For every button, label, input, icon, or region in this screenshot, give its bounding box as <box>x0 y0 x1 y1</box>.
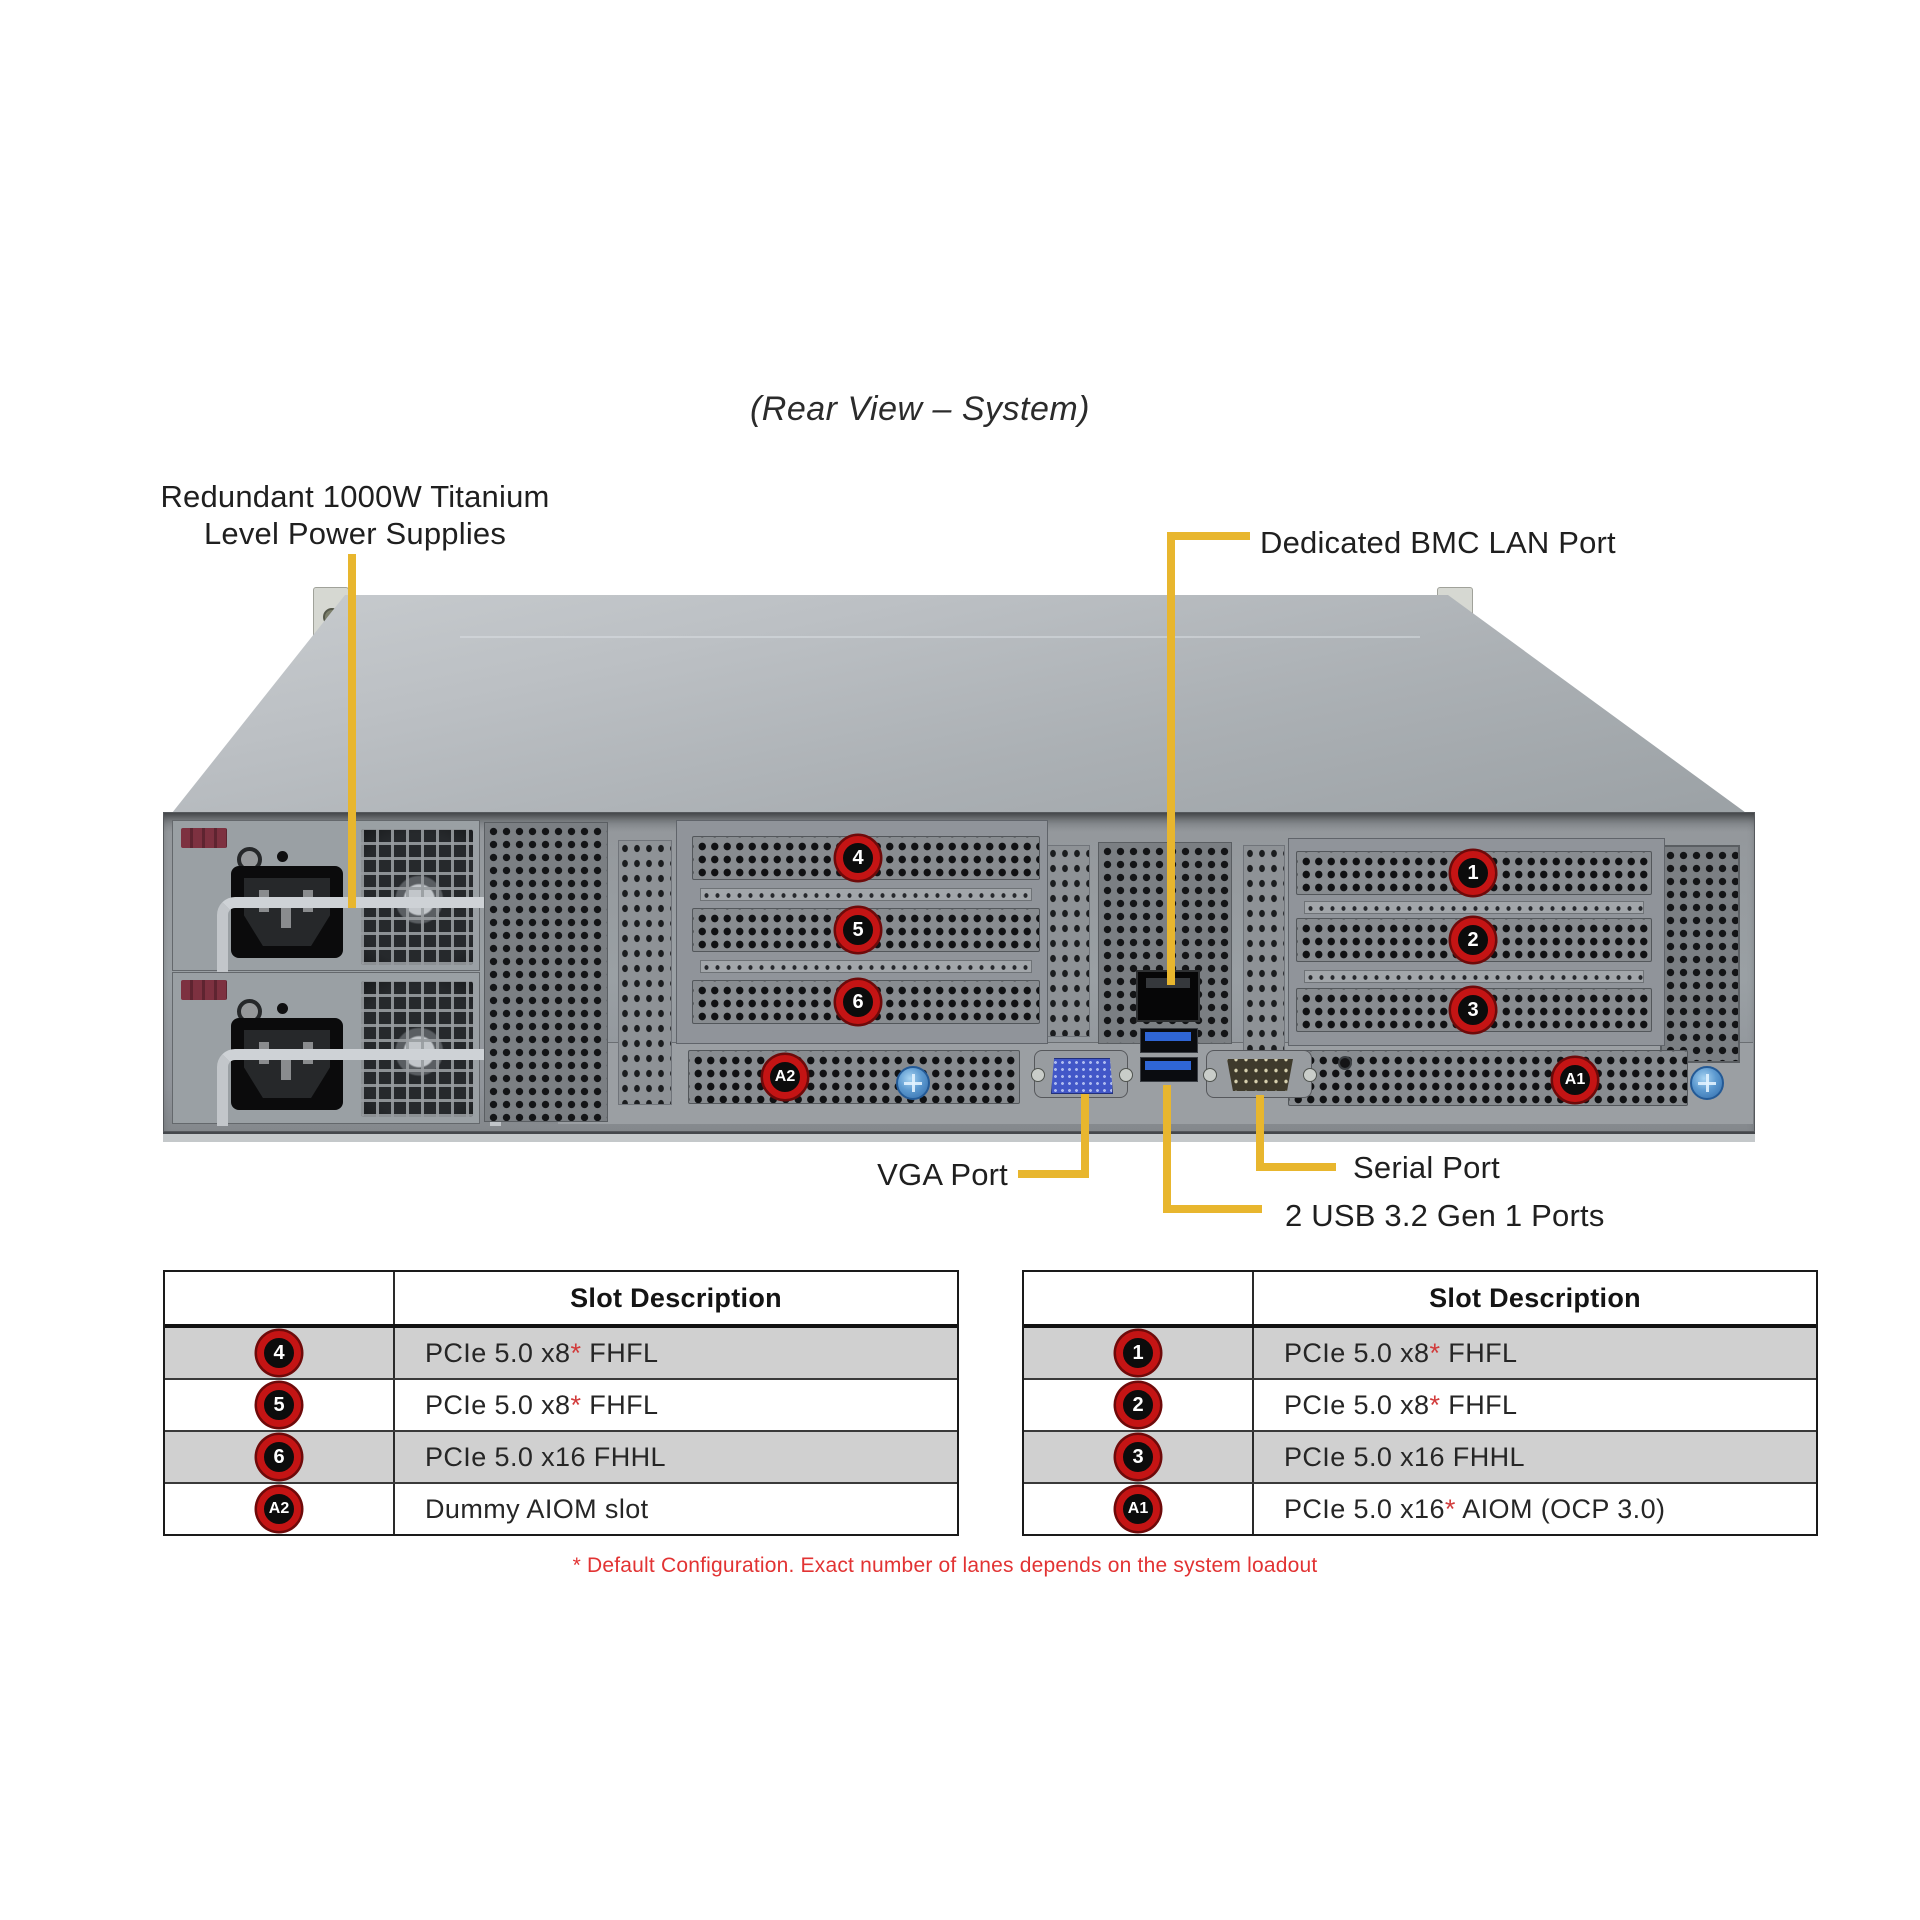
table-header-row: Slot Description <box>1024 1272 1816 1328</box>
psu-module-2 <box>172 972 501 1126</box>
psu-label-line2: Level Power Supplies <box>203 516 507 551</box>
slot-description: PCIe 5.0 x8* FHFL <box>1284 1337 1518 1368</box>
thumbscrew-icon <box>1690 1066 1724 1100</box>
vent-grille <box>1046 845 1090 1037</box>
psu-handle <box>217 1049 501 1126</box>
usb-port-1 <box>1140 1028 1198 1053</box>
slot-badge-a1: A1 <box>1553 1058 1597 1102</box>
slot-description: Dummy AIOM slot <box>425 1493 649 1524</box>
vent-grille <box>1660 845 1740 1063</box>
port-screw-icon <box>1303 1068 1317 1082</box>
page-title: (Rear View – System) <box>749 390 1091 428</box>
lid-crease <box>460 636 1420 638</box>
ac-pin-icon <box>281 1058 291 1080</box>
table-header-row: Slot Description <box>165 1272 957 1328</box>
thumbscrew-icon <box>896 1066 930 1100</box>
port-screw-icon <box>1119 1068 1133 1082</box>
bmc-lan-label: Dedicated BMC LAN Port <box>1260 525 1616 560</box>
table-row: 1 PCIe 5.0 x8* FHFL <box>1024 1328 1816 1380</box>
port-screw-icon <box>1031 1068 1045 1082</box>
column-header: Slot Description <box>570 1282 782 1313</box>
slot-description: PCIe 5.0 x16 FHHL <box>1284 1441 1525 1472</box>
slot-badge: A2 <box>257 1487 301 1531</box>
slot-description: PCIe 5.0 x8* FHFL <box>425 1337 659 1368</box>
vga-label: VGA Port <box>877 1157 1008 1192</box>
slot-badge-3: 3 <box>1451 988 1495 1032</box>
callout-line-serial <box>1256 1163 1336 1171</box>
slot-description: PCIe 5.0 x16* AIOM (OCP 3.0) <box>1284 1493 1666 1524</box>
vga-port <box>1031 1050 1133 1098</box>
slot-filler <box>1304 901 1644 914</box>
psu-latch <box>181 980 227 1000</box>
table-row: A2 Dummy AIOM slot <box>165 1484 957 1534</box>
usb-label: 2 USB 3.2 Gen 1 Ports <box>1285 1198 1605 1233</box>
vent-grille <box>1243 845 1285 1051</box>
table-row: 3 PCIe 5.0 x16 FHHL <box>1024 1432 1816 1484</box>
callout-line-usb <box>1163 1205 1262 1213</box>
slot-badge-5: 5 <box>836 908 880 952</box>
slot-filler <box>700 960 1032 973</box>
callout-line-usb <box>1163 1085 1171 1213</box>
chassis-top-lid <box>168 595 1753 818</box>
psu-module-1 <box>172 820 501 974</box>
psu-label-line1: Redundant 1000W Titanium <box>160 479 550 514</box>
slot-table-right: Slot Description 1 PCIe 5.0 x8* FHFL 2 P… <box>1022 1270 1818 1536</box>
callout-line-bmc <box>1167 532 1250 540</box>
ac-pin-icon <box>281 906 291 928</box>
slot-badge-1: 1 <box>1451 851 1495 895</box>
slot-filler <box>1304 970 1644 983</box>
callout-line-bmc <box>1167 532 1175 985</box>
psu-label: Redundant 1000W Titanium Level Power Sup… <box>130 478 580 552</box>
callout-line-vga <box>1018 1170 1089 1178</box>
chassis-bottom-edge <box>163 1132 1755 1142</box>
slot-description: PCIe 5.0 x8* FHFL <box>425 1389 659 1420</box>
callout-line-vga <box>1081 1094 1089 1178</box>
usb-tongue <box>1145 1061 1191 1070</box>
slot-description: PCIe 5.0 x8* FHFL <box>1284 1389 1518 1420</box>
slot-badge-a2: A2 <box>763 1055 807 1099</box>
psu-latch <box>181 828 227 848</box>
slot-badge-4: 4 <box>836 836 880 880</box>
aiom-slot-a1 <box>1288 1050 1688 1106</box>
slot-badge: A1 <box>1116 1487 1160 1531</box>
slot-badge: 6 <box>257 1435 301 1479</box>
slot-badge: 1 <box>1116 1331 1160 1375</box>
psu-handle <box>217 897 501 974</box>
slot-badge-6: 6 <box>836 980 880 1024</box>
vga-connector <box>1051 1058 1113 1094</box>
port-screw-icon <box>1203 1068 1217 1082</box>
callout-line-psu <box>348 554 356 908</box>
serial-port <box>1203 1050 1317 1098</box>
table-row: 6 PCIe 5.0 x16 FHHL <box>165 1432 957 1484</box>
panel-screw-icon <box>1338 1056 1352 1070</box>
usb-port-2 <box>1140 1057 1198 1082</box>
serial-connector <box>1227 1059 1293 1091</box>
table-row: A1 PCIe 5.0 x16* AIOM (OCP 3.0) <box>1024 1484 1816 1534</box>
table-row: 5 PCIe 5.0 x8* FHFL <box>165 1380 957 1432</box>
slot-badge: 3 <box>1116 1435 1160 1479</box>
table-row: 4 PCIe 5.0 x8* FHFL <box>165 1328 957 1380</box>
vent-grille <box>484 822 608 1122</box>
ac-inlet <box>231 866 343 958</box>
slot-filler <box>700 888 1032 901</box>
usb-tongue <box>1145 1032 1191 1041</box>
column-header: Slot Description <box>1429 1282 1641 1313</box>
footnote: * Default Configuration. Exact number of… <box>572 1554 1318 1577</box>
header-empty-cell <box>165 1272 395 1324</box>
serial-label: Serial Port <box>1353 1150 1500 1185</box>
slot-badge: 5 <box>257 1383 301 1427</box>
aiom-slot-a2 <box>688 1050 1020 1104</box>
slot-table-left: Slot Description 4 PCIe 5.0 x8* FHFL 5 P… <box>163 1270 959 1536</box>
slot-badge-2: 2 <box>1451 918 1495 962</box>
slot-description: PCIe 5.0 x16 FHHL <box>425 1441 666 1472</box>
slot-badge: 4 <box>257 1331 301 1375</box>
psu-button-icon <box>277 1003 288 1014</box>
psu-button-icon <box>277 851 288 862</box>
callout-line-serial <box>1256 1095 1264 1171</box>
slot-badge: 2 <box>1116 1383 1160 1427</box>
vent-grille <box>618 840 672 1105</box>
header-empty-cell <box>1024 1272 1254 1324</box>
table-row: 2 PCIe 5.0 x8* FHFL <box>1024 1380 1816 1432</box>
